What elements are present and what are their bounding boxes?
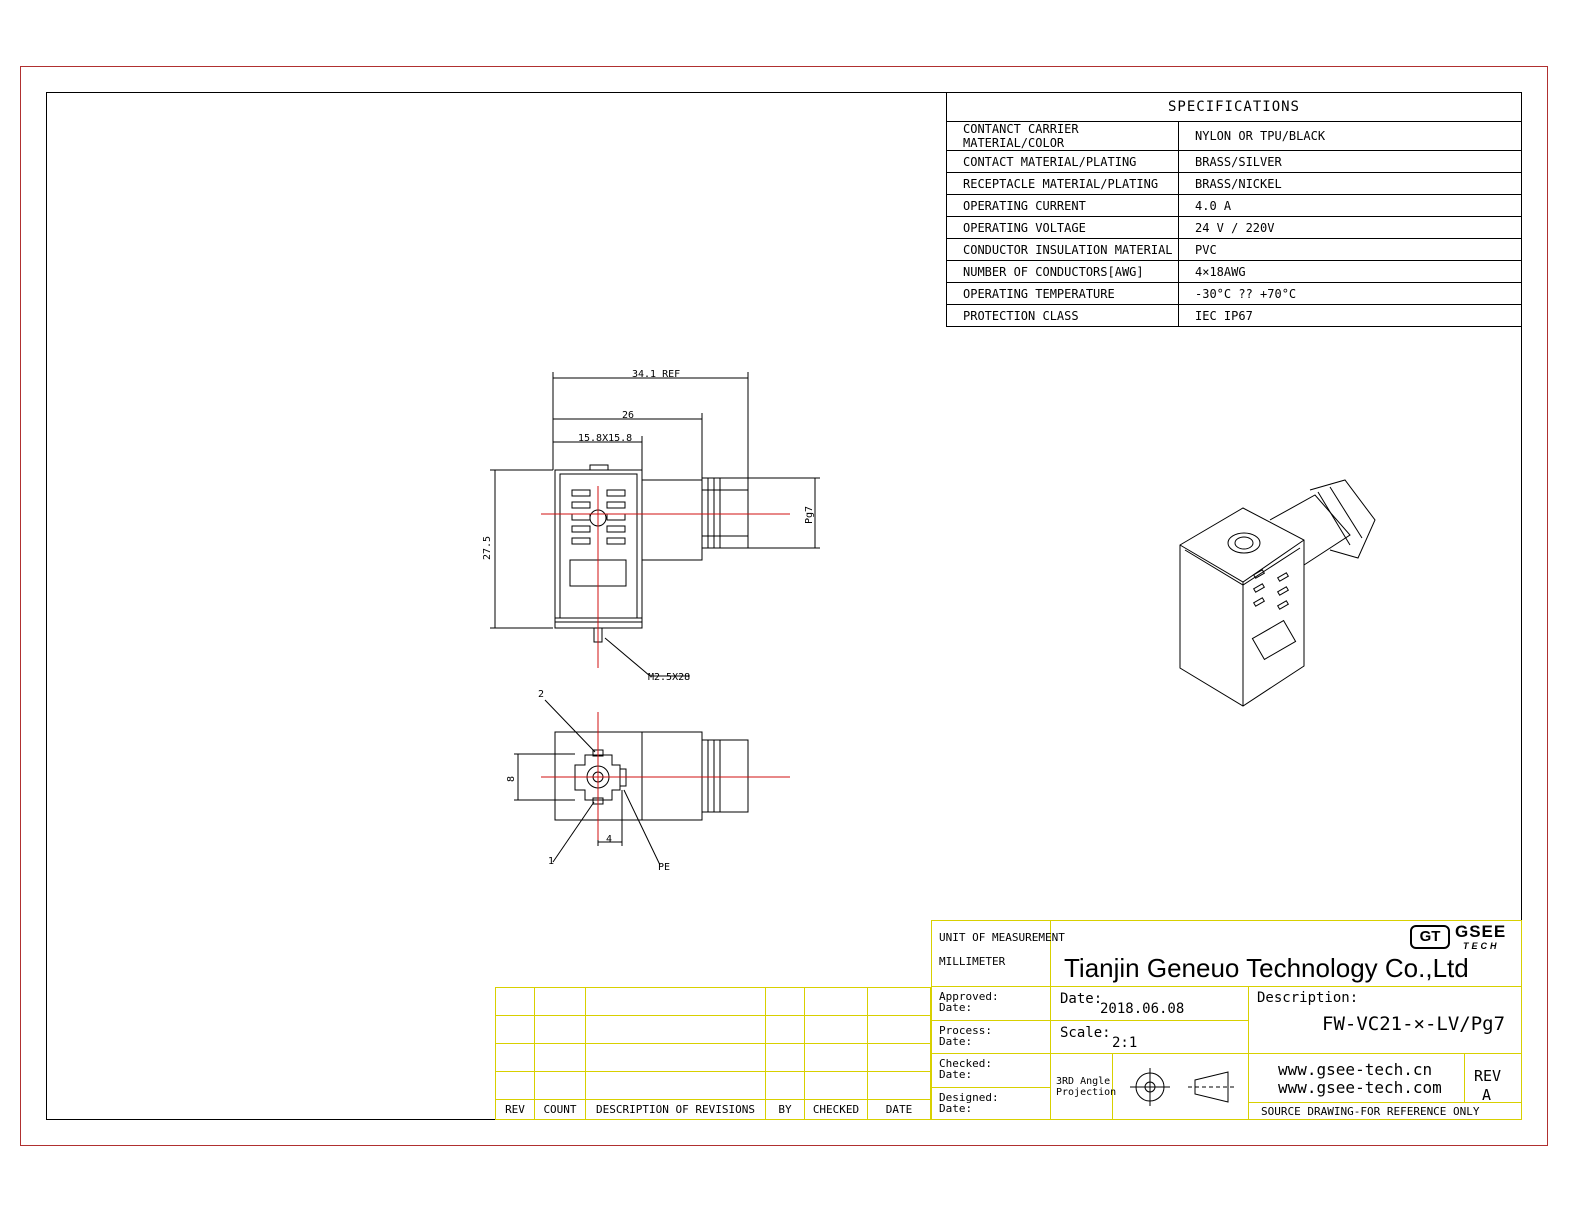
logo-mark-icon: GT [1410,925,1450,949]
rev-value: A [1482,1086,1492,1104]
description-label: Description: [1257,990,1359,1006]
projection-symbol [1130,1068,1235,1106]
projection-label: 3RD Angle Projection [1056,1076,1117,1098]
website-cn: www.gsee-tech.cn [1278,1060,1433,1079]
reference-note: SOURCE DRAWING-FOR REFERENCE ONLY [1261,1105,1480,1118]
specifications-title: SPECIFICATIONS [946,92,1522,122]
specifications-table: SPECIFICATIONS CONTANCT CARRIER MATERIAL… [946,92,1522,327]
logo-text-tech: TECH [1463,941,1500,951]
company-name: Tianjin Geneuo Technology Co.,Ltd [1064,953,1469,983]
pe-label: PE [658,862,670,873]
date-header: DATE [867,1099,931,1120]
rev-label: REV [1474,1067,1502,1085]
checked-label: Checked: [939,1057,992,1070]
scale-label: Scale: [1060,1025,1111,1041]
unit-label: UNIT OF MEASUREMENT [939,931,1065,944]
approved-date-label: Date: [939,1001,973,1014]
checked-date-label: Date: [939,1068,973,1081]
pin-1-label: 1 [548,856,554,867]
dim-overall-length: 34.1 REF [632,369,680,380]
by-header: BY [765,1099,805,1120]
dim-screw: M2.5X28 [648,672,690,683]
dim-thread: Pg7 [804,506,815,524]
drawing-frame [46,92,1522,1120]
count-header: COUNT [534,1099,586,1120]
drawing-sheet-border [20,66,1548,1146]
approved-label: Approved: [939,990,999,1003]
revisions-table: REV COUNT DESCRIPTION OF REVISIONS BY CH… [495,987,931,1120]
designed-label: Designed: [939,1091,999,1104]
process-date-label: Date: [939,1035,973,1048]
description-header: DESCRIPTION OF REVISIONS [585,1099,766,1120]
dim-height: 27.5 [482,536,493,560]
dim-body-length: 26 [622,410,634,421]
logo-text-gsee: GSEE [1455,922,1507,941]
pin-2-label: 2 [538,689,544,700]
date-label: Date: [1060,991,1103,1007]
dim-square-size: 15.8X15.8 [578,433,632,444]
rev-header: REV [495,1099,535,1120]
dim-pin-spacing: 8 [506,776,517,782]
website-com: www.gsee-tech.com [1278,1078,1442,1097]
date-value: 2018.06.08 [1100,1001,1185,1017]
description-value: FW-VC21-×-LV/Pg7 [1322,1013,1506,1035]
process-label: Process: [939,1024,992,1037]
checked-header: CHECKED [804,1099,868,1120]
scale-value: 2:1 [1112,1035,1138,1051]
unit-value: MILLIMETER [939,955,1006,968]
designed-date-label: Date: [939,1102,973,1115]
dim-pe-offset: 4 [606,834,612,845]
